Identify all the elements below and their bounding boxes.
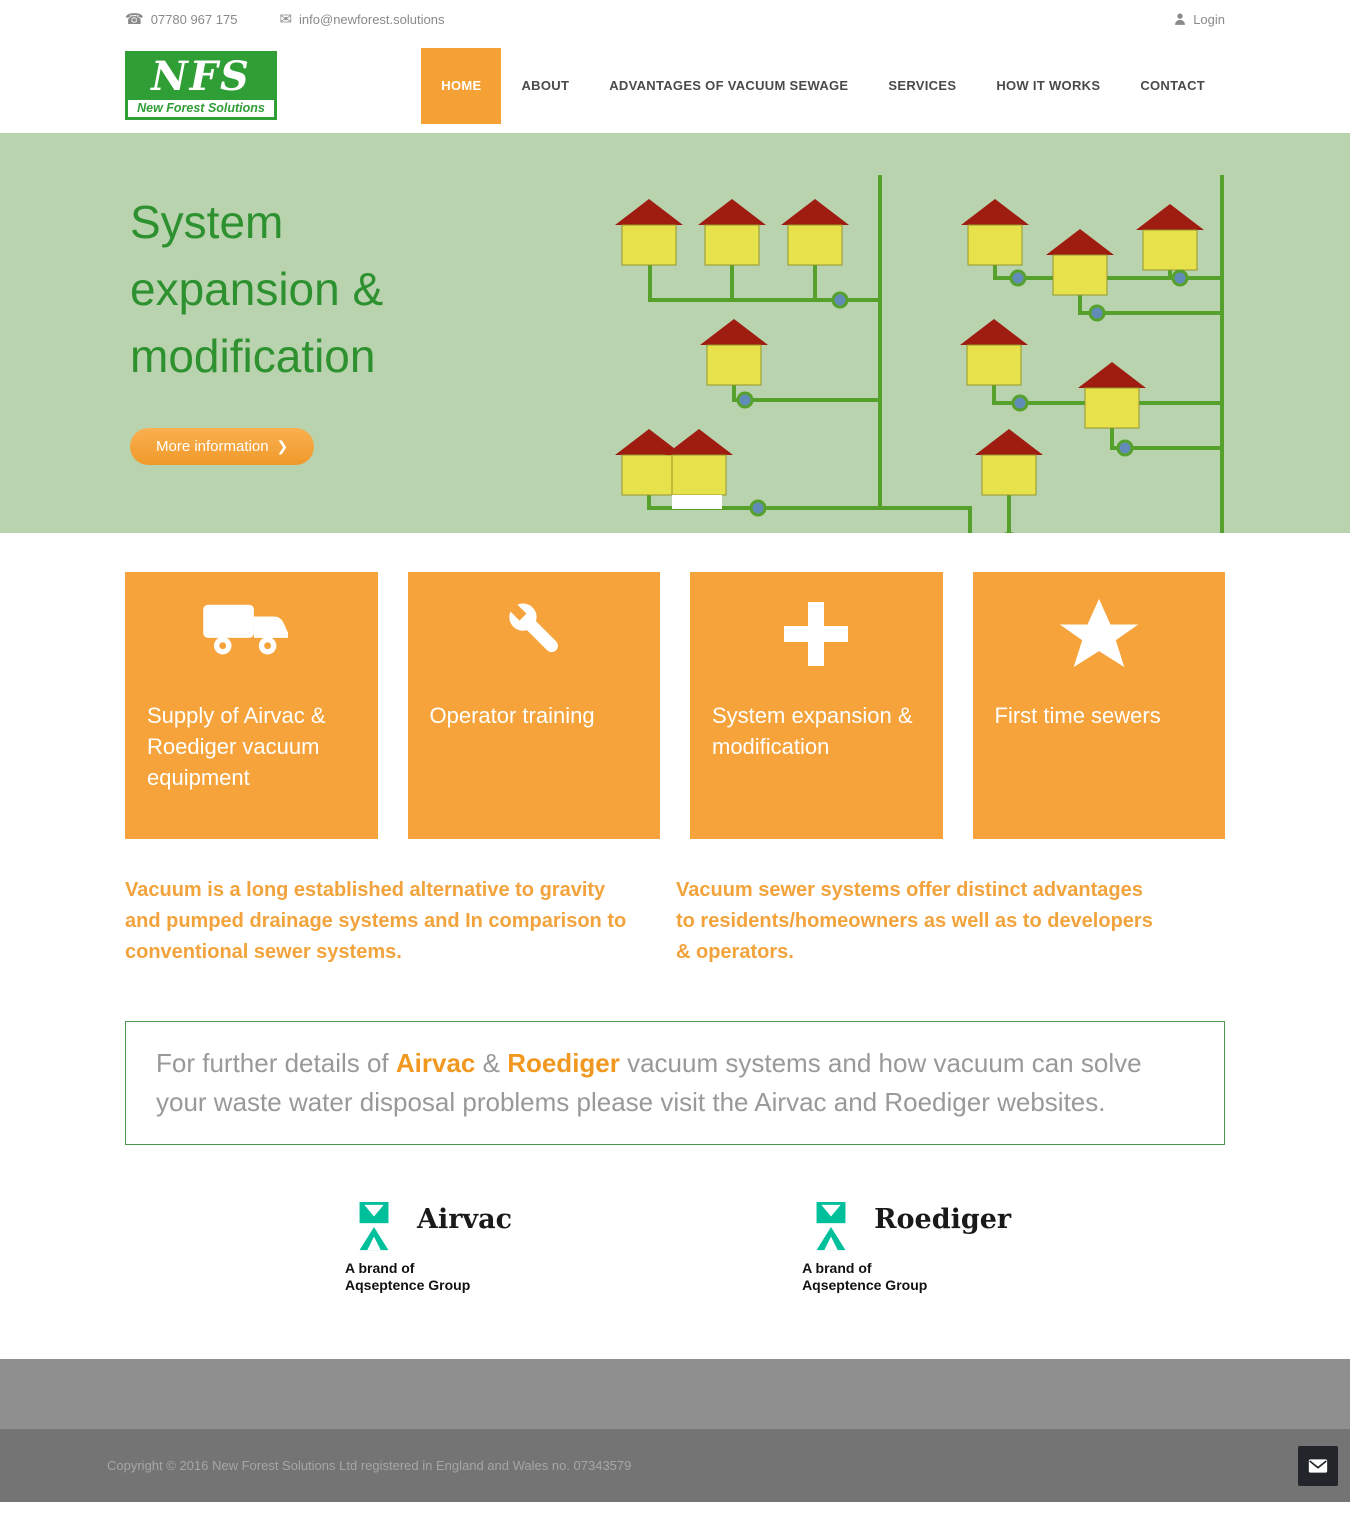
hero-title: System expansion & modification	[130, 196, 384, 382]
tagline-line2: Aqseptence Group	[802, 1277, 928, 1293]
topbar: ☎ 07780 967 175 ✉ info@newforest.solutio…	[0, 0, 1350, 38]
page: ☎ 07780 967 175 ✉ info@newforest.solutio…	[0, 0, 1350, 1502]
nav-item-contact[interactable]: CONTACT	[1140, 78, 1205, 93]
email-address[interactable]: info@newforest.solutions	[299, 11, 445, 27]
roediger-tagline: A brand of Aqseptence Group	[802, 1260, 1011, 1294]
service-cards: Supply of Airvac & Roediger vacuum equip…	[125, 572, 1225, 839]
user-icon	[1175, 13, 1186, 25]
hero-illustration-vacuum-network	[614, 175, 1224, 533]
login-label: Login	[1193, 11, 1225, 27]
phone-contact: ☎ 07780 967 175	[125, 10, 237, 28]
aqseptence-mark-icon	[359, 1202, 389, 1251]
footer: Copyright © 2016 New Forest Solutions Lt…	[0, 1429, 1350, 1502]
wrench-icon	[504, 598, 558, 653]
phone-icon: ☎	[125, 11, 144, 28]
main-nav: HOME ABOUT ADVANTAGES OF VACUUM SEWAGE S…	[421, 38, 1225, 133]
brand-logos: Airvac A brand of Aqseptence Group Roedi…	[125, 1202, 1225, 1294]
envelope-icon: ✉	[279, 11, 293, 28]
card-label: Supply of Airvac & Roediger vacuum equip…	[147, 703, 326, 790]
roediger-name: Roediger	[874, 1204, 1012, 1235]
tagline-line2: Aqseptence Group	[345, 1277, 471, 1293]
header: NFS New Forest Solutions HOME ABOUT ADVA…	[0, 38, 1350, 133]
tagline-line1: A brand of	[345, 1260, 415, 1276]
roediger-logo[interactable]: Roediger A brand of Aqseptence Group	[802, 1202, 1011, 1294]
card-supply-equipment[interactable]: Supply of Airvac & Roediger vacuum equip…	[125, 572, 378, 839]
card-label: Operator training	[429, 703, 595, 728]
star-icon	[1059, 598, 1138, 668]
card-first-time-sewers[interactable]: First time sewers	[972, 572, 1225, 839]
intro-paragraph-left: Vacuum is a long established alternative…	[125, 879, 627, 963]
footer-upper-band	[0, 1359, 1350, 1429]
nfs-logo[interactable]: NFS New Forest Solutions	[125, 51, 277, 120]
airvac-tagline: A brand of Aqseptence Group	[345, 1260, 512, 1294]
details-separator: &	[475, 1048, 508, 1078]
airvac-name: Airvac	[417, 1204, 513, 1235]
nav-item-advantages[interactable]: ADVANTAGES OF VACUUM SEWAGE	[609, 78, 849, 93]
login-link[interactable]: Login	[1173, 12, 1225, 27]
card-operator-training[interactable]: Operator training	[407, 572, 660, 839]
email-contact[interactable]: ✉ info@newforest.solutions	[279, 10, 444, 28]
nav-item-home[interactable]: HOME	[421, 47, 502, 124]
card-label: System expansion & modification	[712, 703, 913, 759]
tagline-line1: A brand of	[802, 1260, 872, 1276]
nav-item-how-it-works[interactable]: HOW IT WORKS	[996, 78, 1101, 93]
nav-item-about[interactable]: ABOUT	[521, 78, 570, 93]
nav-item-services[interactable]: SERVICES	[888, 78, 957, 93]
phone-number: 07780 967 175	[150, 11, 238, 27]
intro-paragraph-right: Vacuum sewer systems offer distinct adva…	[676, 879, 1153, 963]
logo-company-name: New Forest Solutions	[128, 100, 274, 117]
details-text-2: vacuum systems and how vacuum can solve …	[156, 1048, 1142, 1117]
plus-icon	[784, 602, 849, 666]
roediger-brand-text: Roediger	[507, 1048, 620, 1078]
more-information-button[interactable]: More information ❯	[130, 428, 315, 465]
chevron-right-icon: ❯	[276, 438, 289, 454]
more-information-label: More information	[156, 438, 269, 455]
contact-mail-button[interactable]	[1298, 1446, 1338, 1486]
details-box: For further details of Airvac & Roediger…	[125, 1021, 1225, 1145]
card-system-expansion[interactable]: System expansion & modification	[690, 572, 943, 839]
card-label: First time sewers	[994, 703, 1161, 728]
details-text-1: For further details of	[156, 1048, 396, 1078]
intro-section: Vacuum is a long established alternative…	[125, 875, 1225, 968]
airvac-logo[interactable]: Airvac A brand of Aqseptence Group	[345, 1202, 512, 1294]
copyright-text: Copyright © 2016 New Forest Solutions Lt…	[107, 1458, 632, 1473]
envelope-icon	[1308, 1459, 1328, 1473]
aqseptence-mark-icon	[816, 1202, 846, 1251]
airvac-brand-text: Airvac	[395, 1048, 476, 1078]
hero-banner: System expansion & modification More inf…	[0, 133, 1350, 533]
truck-icon	[203, 604, 289, 655]
logo-abbr: NFS	[151, 53, 251, 100]
